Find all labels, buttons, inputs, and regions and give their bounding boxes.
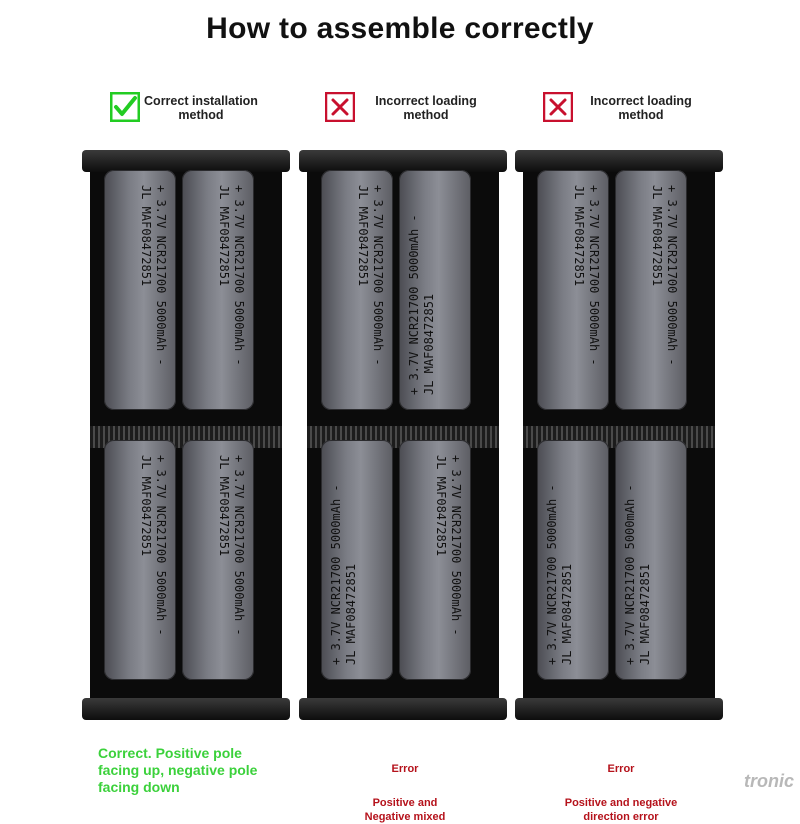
error-description: Positive and Negative mixed	[364, 797, 446, 823]
status-label: Correct installation method	[144, 94, 258, 122]
error-label: Error	[607, 763, 635, 775]
battery-cell: + 3.7V NCR21700 5000mAh -JL MAF08472851	[537, 170, 609, 410]
brand-watermark: tronic	[743, 771, 794, 791]
panel-incorrect-direction: Incorrect loading method + 3.7V NCR21700…	[515, 0, 751, 823]
holder-top-cap	[82, 150, 290, 172]
battery-holder: + 3.7V NCR21700 5000mAh -JL MAF08472851 …	[515, 150, 723, 720]
battery-cell-reversed: + 3.7V NCR21700 5000mAh -JL MAF08472851	[399, 170, 471, 410]
battery-cell: + 3.7V NCR21700 5000mAh -JL MAF08472851	[182, 170, 254, 410]
battery-cell: + 3.7V NCR21700 5000mAh -JL MAF08472851	[321, 170, 393, 410]
battery-cell: + 3.7V NCR21700 5000mAh -JL MAF08472851	[399, 440, 471, 680]
status-label: Incorrect loading method	[590, 94, 692, 122]
error-description: Positive and negative direction error	[564, 797, 678, 823]
battery-cell-reversed: + 3.7V NCR21700 5000mAh -JL MAF08472851	[537, 440, 609, 680]
page-title: How to assemble correctly	[206, 12, 594, 45]
battery-cell: + 3.7V NCR21700 5000mAh -JL MAF08472851	[182, 440, 254, 680]
battery-holder: + 3.7V NCR21700 5000mAh -JL MAF08472851 …	[82, 150, 290, 720]
holder-bottom-cap	[299, 698, 507, 720]
panel-correct: Correct installation method + 3.7V NCR21…	[82, 0, 318, 800]
holder-top-cap	[515, 150, 723, 172]
caption-error: Error Positive and negative direction er…	[551, 748, 691, 824]
battery-cell: + 3.7V NCR21700 5000mAh -JL MAF08472851	[615, 170, 687, 410]
holder-top-cap	[299, 150, 507, 172]
battery-holder: + 3.7V NCR21700 5000mAh -JL MAF08472851 …	[299, 150, 507, 720]
holder-bottom-cap	[515, 698, 723, 720]
status-header: Incorrect loading method	[521, 92, 751, 126]
battery-cell: + 3.7V NCR21700 5000mAh -JL MAF08472851	[104, 170, 176, 410]
panel-incorrect-mixed: Incorrect loading method + 3.7V NCR21700…	[299, 0, 535, 823]
battery-cell: + 3.7V NCR21700 5000mAh -JL MAF08472851	[104, 440, 176, 680]
holder-bottom-cap	[82, 698, 290, 720]
status-header: Incorrect loading method	[305, 92, 535, 126]
check-icon	[110, 92, 140, 122]
status-header: Correct installation method	[88, 92, 318, 126]
battery-cell-reversed: + 3.7V NCR21700 5000mAh -JL MAF08472851	[615, 440, 687, 680]
caption-error: Error Positive and Negative mixed	[345, 748, 465, 824]
cross-icon	[325, 92, 355, 122]
status-label: Incorrect loading method	[375, 94, 477, 122]
cross-icon	[543, 92, 573, 122]
battery-cell-reversed: + 3.7V NCR21700 5000mAh -JL MAF08472851	[321, 440, 393, 680]
error-label: Error	[391, 763, 419, 775]
caption-correct: Correct. Positive pole facing up, negati…	[98, 745, 258, 795]
